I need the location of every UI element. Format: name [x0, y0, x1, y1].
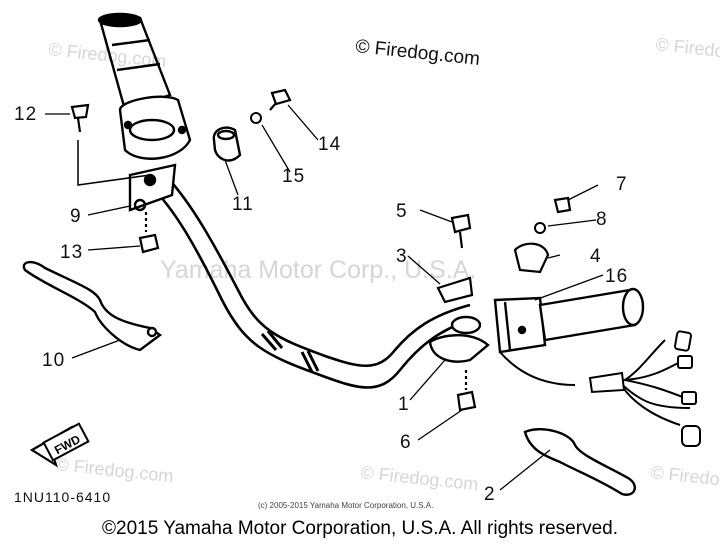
callout-10: 10 — [42, 350, 65, 371]
right-lever — [523, 428, 636, 496]
callout-5: 5 — [396, 201, 408, 222]
callout-8: 8 — [596, 209, 608, 230]
right-switch-housing — [493, 296, 547, 354]
bolt-part-14 — [269, 88, 292, 111]
diagram-code: 1NU110-6410 — [14, 489, 111, 505]
watermark-bottom-right: © Firedog.com — [650, 462, 720, 494]
leader-lines — [45, 104, 604, 491]
bolt-part-5 — [450, 213, 472, 249]
screw-part-7 — [553, 196, 572, 214]
callout-1: 1 — [398, 394, 410, 415]
callout-15: 15 — [282, 166, 305, 187]
callout-7: 7 — [616, 174, 628, 195]
clamp-part-11 — [212, 126, 242, 162]
callout-6: 6 — [400, 432, 412, 453]
screw-part-12 — [70, 103, 151, 186]
footer-copyright: ©2015 Yamaha Motor Corporation, U.S.A. A… — [102, 518, 618, 539]
wiring-harness — [499, 339, 691, 426]
left-grip — [97, 12, 192, 160]
callout-11: 11 — [232, 194, 254, 215]
small-copyright: (c) 2005-2015 Yamaha Motor Corporation, … — [258, 501, 433, 510]
callout-4: 4 — [590, 246, 602, 267]
callout-3: 3 — [396, 246, 408, 267]
watermark-bottom-center: © Firedog.com — [360, 462, 480, 494]
fwd-arrow: FWD — [29, 422, 90, 468]
nut-part-13 — [138, 212, 160, 254]
left-lever-holder — [128, 163, 177, 212]
washer-part-15 — [250, 112, 262, 124]
callout-12: 12 — [14, 104, 37, 125]
handlebar — [149, 177, 471, 389]
washer-part-8 — [534, 222, 546, 234]
nut-part-6 — [456, 370, 477, 412]
connector-plugs — [674, 330, 701, 447]
callout-14: 14 — [318, 134, 341, 155]
callout-2: 2 — [484, 484, 496, 505]
callout-9: 9 — [70, 206, 82, 227]
right-holder-part-1 — [428, 315, 490, 363]
watermark-bottom-left: © Firedog.com — [55, 454, 175, 486]
callout-16: 16 — [605, 266, 628, 287]
watermark-top-center: © Firedog.com — [354, 36, 480, 70]
watermark-top-right: © Firedog.com — [655, 34, 720, 66]
callout-13: 13 — [60, 242, 83, 263]
holder-part-4 — [513, 242, 550, 274]
clamp-part-3 — [436, 276, 474, 304]
left-lever — [22, 260, 163, 352]
right-grip — [538, 287, 645, 342]
